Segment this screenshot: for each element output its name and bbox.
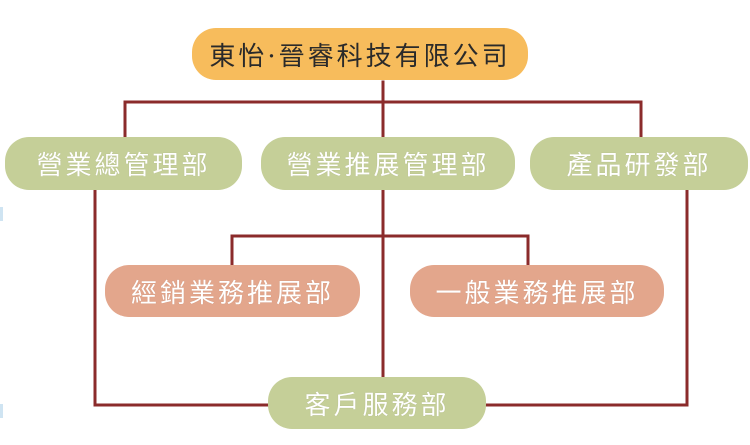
edge-mark-bottom — [0, 404, 3, 418]
sales-management-label: 營業總管理部 — [36, 151, 211, 181]
customer-service-label: 客戶服務部 — [304, 390, 450, 421]
distributor-division-node: 經銷業務推展部 — [105, 265, 360, 317]
general-business-division-label: 一般業務推展部 — [435, 278, 639, 309]
edge-mark-top — [0, 207, 3, 221]
connector-rnd-to-service — [483, 188, 689, 407]
product-rnd-label: 產品研發部 — [566, 151, 712, 181]
sales-management-node: 營業總管理部 — [5, 137, 242, 190]
connector-marketing-to-divisions — [230, 188, 530, 267]
company-node: 東怡·晉睿科技有限公司 — [192, 28, 528, 80]
connector-company-to-departments — [123, 80, 643, 140]
customer-service-node: 客戶服務部 — [268, 377, 486, 429]
general-business-division-node: 一般業務推展部 — [410, 265, 664, 317]
connector-sales-to-service — [93, 188, 274, 407]
marketing-management-label: 營業推展管理部 — [286, 151, 490, 181]
marketing-management-node: 營業推展管理部 — [261, 137, 515, 190]
distributor-division-label: 經銷業務推展部 — [130, 278, 334, 309]
product-rnd-node: 產品研發部 — [530, 137, 748, 190]
company-label: 東怡·晉睿科技有限公司 — [209, 41, 511, 72]
